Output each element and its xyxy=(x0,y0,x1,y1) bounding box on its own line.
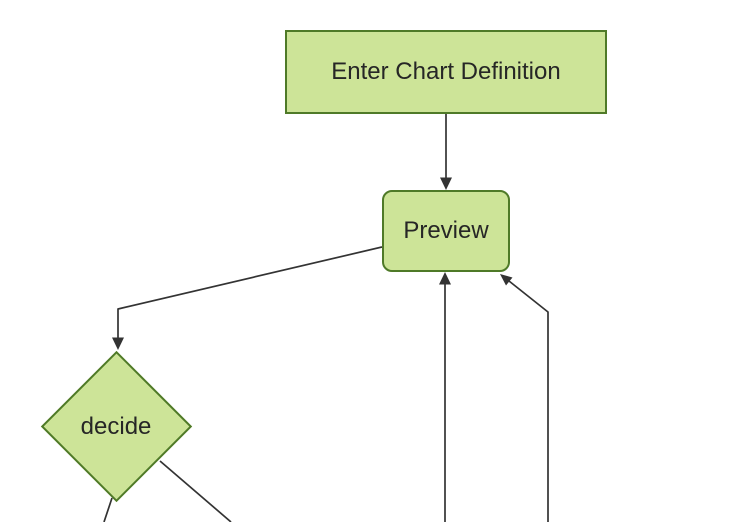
edge-preview-to-decide-line xyxy=(117,246,383,338)
arrowhead-preview-to-decide xyxy=(112,337,124,350)
node-enter-chart-definition-label: Enter Chart Definition xyxy=(331,58,561,85)
node-preview-label: Preview xyxy=(403,217,489,244)
arrowhead-enter-to-preview xyxy=(440,177,452,190)
node-decide-label: decide xyxy=(81,412,152,440)
node-enter-chart-definition: Enter Chart Definition xyxy=(285,30,607,114)
edge-bottomright-to-preview-line xyxy=(508,280,549,522)
edge-decide-to-bottom-line xyxy=(103,497,113,522)
edge-decide-to-bottomright-line xyxy=(159,460,232,522)
arrowhead-bottomright-to-preview xyxy=(500,274,513,286)
arrowhead-bottom-to-preview xyxy=(439,272,451,285)
node-preview: Preview xyxy=(382,190,510,272)
